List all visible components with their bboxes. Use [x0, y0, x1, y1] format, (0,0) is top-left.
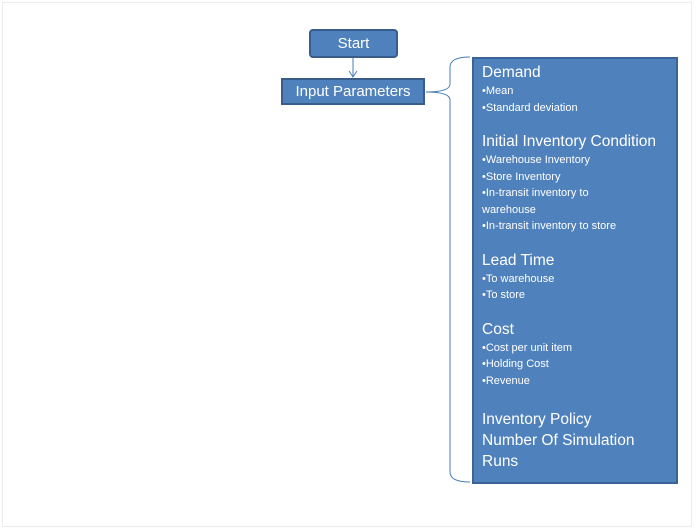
arrowhead	[348, 70, 358, 78]
input-parameters-node: Input Parameters	[281, 78, 425, 105]
initial-inventory-item: •Warehouse Inventory	[482, 154, 590, 166]
initial-inventory-item: warehouse	[482, 203, 536, 216]
simulation-runs-title: Number Of Simulation	[482, 432, 635, 449]
input-parameters-label: Input Parameters	[295, 83, 411, 100]
cost-item: •Cost per unit item	[482, 341, 573, 354]
demand-item: •Standard deviation	[482, 101, 578, 114]
start-label: Start	[337, 35, 370, 52]
initial-inventory-title: Initial Inventory Condition	[482, 133, 657, 150]
lead-time-title: Lead Time	[482, 251, 555, 269]
inventory-policy-title: Inventory Policy	[482, 411, 592, 428]
initial-inventory-item: •In-transit inventory to store	[482, 220, 617, 232]
lead-time-item: •To warehouse	[482, 272, 555, 285]
initial-inventory-item: •Store Inventory	[482, 170, 561, 183]
cost-item: •Holding Cost	[482, 358, 549, 370]
initial-inventory-item: •In-transit inventory to	[482, 187, 589, 199]
simulation-runs-title-cont: Runs	[482, 453, 519, 470]
demand-title: Demand	[482, 64, 541, 81]
curly-brace	[425, 56, 471, 483]
parameters-list-box: Demand •Mean •Standard deviation Initial…	[472, 57, 678, 484]
start-node: Start	[309, 29, 398, 58]
cost-item: •Revenue	[482, 374, 530, 387]
demand-item: •Mean	[482, 85, 514, 97]
lead-time-item: •To store	[482, 289, 525, 301]
cost-title: Cost	[482, 320, 514, 338]
